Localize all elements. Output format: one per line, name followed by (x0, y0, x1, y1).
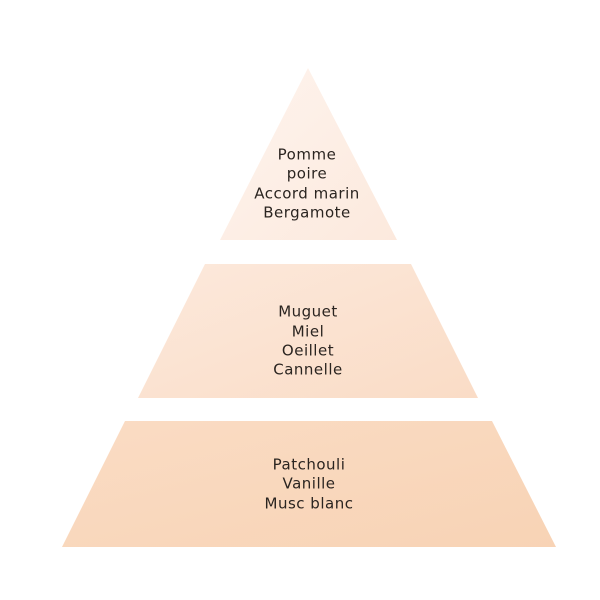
top-note: Pomme (278, 146, 337, 164)
pyramid-tier-heart (138, 264, 478, 398)
pyramid-tier-top (220, 68, 397, 240)
top-note: poire (287, 165, 327, 183)
base-note: Musc blanc (265, 495, 354, 513)
base-note: Vanille (282, 475, 335, 493)
base-note: Patchouli (273, 456, 346, 474)
heart-note: Muguet (278, 303, 338, 321)
pyramid-tier-base (62, 421, 556, 547)
heart-note: Cannelle (273, 361, 342, 379)
top-note: Bergamote (263, 204, 351, 222)
top-note: Accord marin (254, 185, 360, 203)
heart-note: Miel (292, 323, 325, 341)
heart-note: Oeillet (282, 342, 334, 360)
